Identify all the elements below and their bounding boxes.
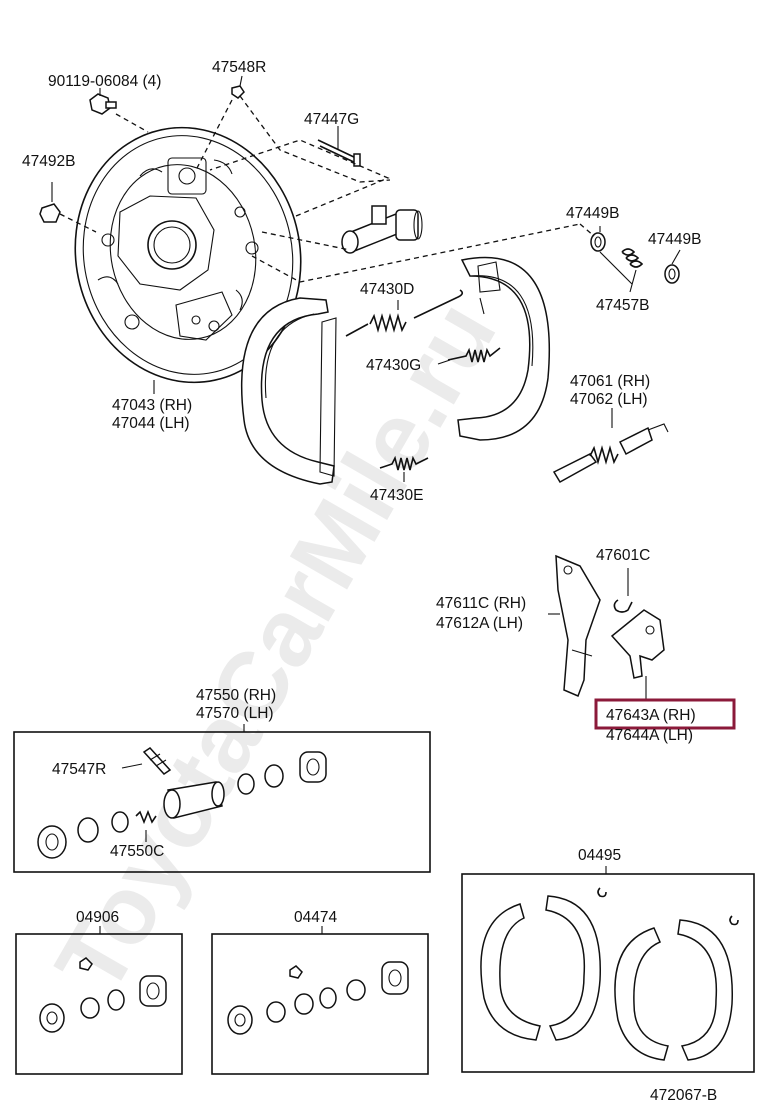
cup-b1[interactable] [590,232,606,252]
watermark: ToyotaCarMile.ru [36,284,517,1010]
spring-457[interactable] [621,248,644,268]
label-clip: 47601C [596,547,650,564]
label-spring-g: 47430G [366,357,421,374]
label-cup-b2: 47449B [648,231,701,248]
adjuster[interactable] [552,423,669,484]
label-adjuster-lh: 47062 (LH) [570,391,648,408]
label-adj-lever-lh: 47644A (LH) [606,727,693,744]
wheel-cylinder-top[interactable] [341,205,423,254]
label-bleeder: 47547R [52,761,106,778]
backing-plate[interactable] [52,107,324,404]
label-piston: 47550C [110,843,164,860]
kit-3-shoes[interactable] [480,887,739,1061]
kit-2-parts[interactable] [227,961,409,1035]
bleeder-screw[interactable] [142,747,172,775]
label-adj-lever-rh[interactable]: 47643A (RH) [606,707,696,724]
label-backing-plate-lh: 47044 (LH) [112,415,190,432]
label-bolt: 90119-06084 (4) [48,73,161,90]
label-kit-2: 04474 [294,909,337,926]
cup-b2[interactable] [664,264,680,284]
spring-e[interactable] [379,455,429,471]
label-backing-plate-rh: 47043 (RH) [112,397,192,414]
adjusting-lever[interactable] [610,609,665,679]
cylinder-parts[interactable] [37,751,327,859]
label-spring-e: 47430E [370,487,423,504]
label-cylinder-rh: 47550 (RH) [196,687,276,704]
bleeder-cap-top[interactable] [231,85,245,99]
kit-box-3 [461,873,755,1073]
label-spring-457: 47457B [596,297,649,314]
label-lever-rh: 47611C (RH) [436,595,526,612]
label-lever-lh: 47612A (LH) [436,615,523,632]
shoe-right-top[interactable] [457,256,550,441]
label-cap-left: 47492B [22,153,75,170]
kit-box-1 [15,933,183,1075]
highlight-box[interactable] [594,698,736,730]
diagram-id: 472067-B [650,1087,717,1104]
label-kit-1: 04906 [76,909,119,926]
label-cup-b1: 47449B [566,205,619,222]
label-adjuster-rh: 47061 (RH) [570,373,650,390]
spring-g[interactable] [447,347,501,363]
label-spring-d: 47430D [360,281,414,298]
cap-left[interactable] [39,203,61,223]
label-cylinder-lh: 47570 (LH) [196,705,274,722]
pin[interactable] [317,139,361,167]
kit-1-parts[interactable] [39,957,167,1033]
label-kit-3: 04495 [578,847,621,864]
clip[interactable] [613,599,633,613]
lever[interactable] [555,554,601,697]
bolt[interactable] [89,93,117,115]
spring-d[interactable] [345,289,464,337]
label-pin: 47447G [304,111,359,128]
kit-box-2 [211,933,429,1075]
cylinder-box [13,731,431,873]
shoe-left[interactable] [240,297,337,485]
label-bleeder-cap-top: 47548R [212,59,266,76]
cylinder-body[interactable] [163,781,225,819]
